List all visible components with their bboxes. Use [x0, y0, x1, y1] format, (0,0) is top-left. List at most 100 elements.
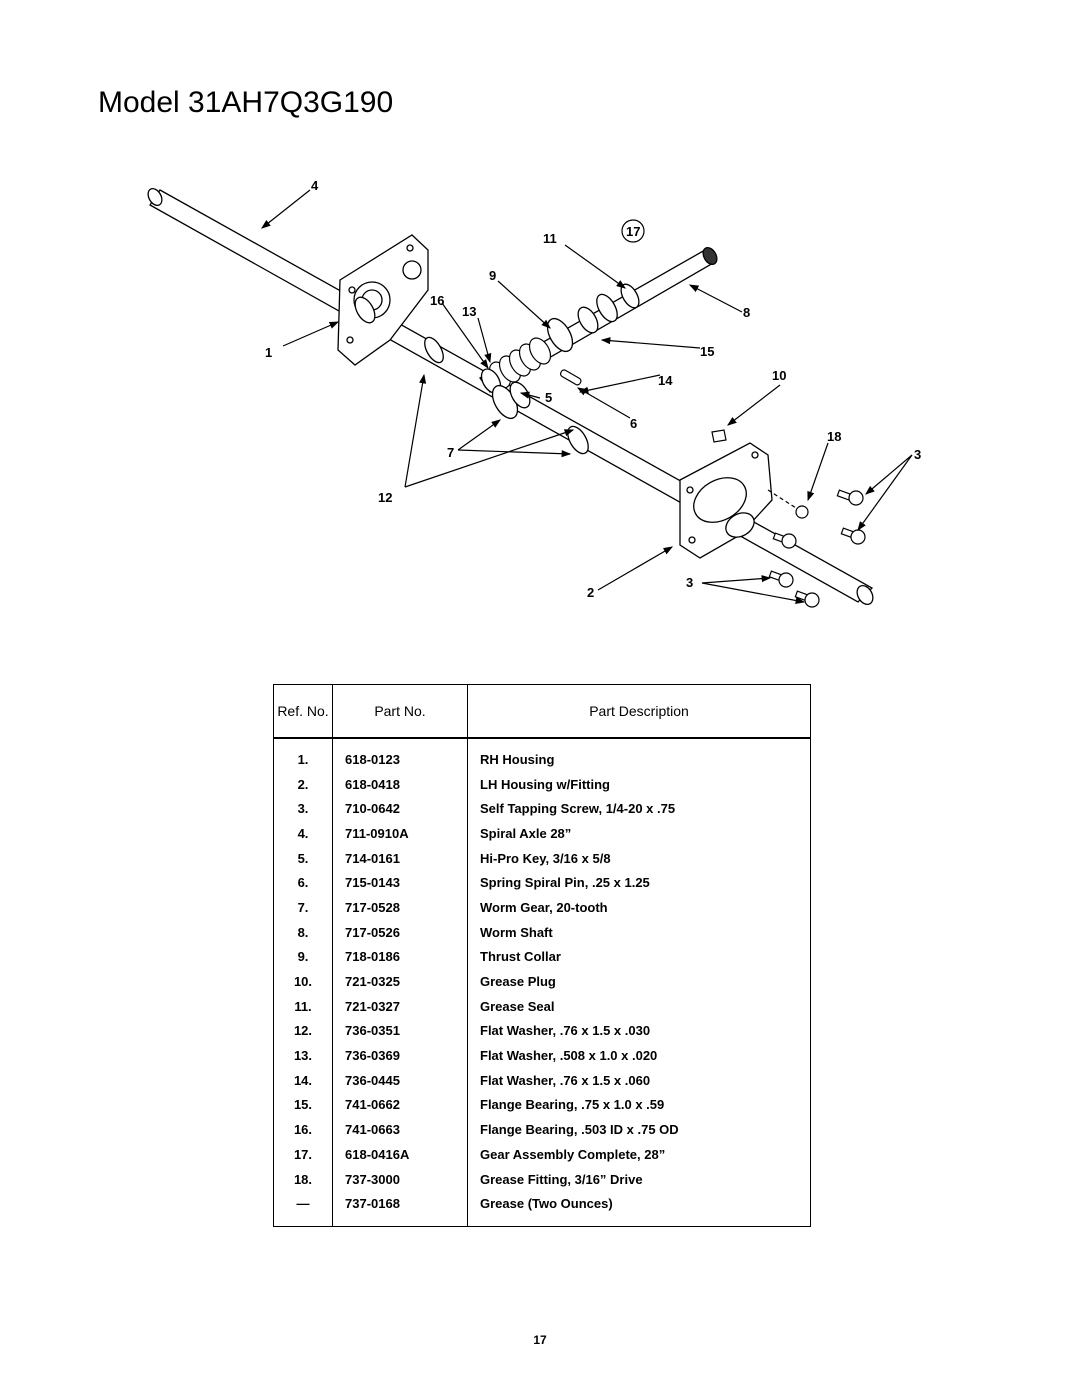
description-cell: Flat Washer, .508 x 1.0 x .020: [467, 1043, 811, 1068]
header-ref-no: Ref. No.: [273, 684, 333, 739]
ref-cell: 11.: [273, 993, 333, 1019]
part-number-cell: 718-0186: [332, 944, 468, 970]
callout-16: 16: [430, 293, 444, 308]
callout-12: 12: [378, 490, 392, 505]
part-number-cell: 737-3000: [332, 1166, 468, 1192]
description-cell: LH Housing w/Fitting: [467, 771, 811, 797]
callout-3-lower: 3: [686, 575, 693, 590]
callout-1: 1: [265, 345, 272, 360]
ref-cell: 12.: [273, 1018, 333, 1044]
worm-gear: [488, 337, 552, 389]
ref-cell: 17.: [273, 1142, 333, 1167]
self-tapping-screws: [768, 489, 866, 608]
key-and-pin: [559, 369, 582, 386]
washers-bearings: [354, 283, 640, 455]
ref-cell: 16.: [273, 1117, 333, 1142]
description-cell: Self Tapping Screw, 1/4-20 x .75: [467, 796, 811, 822]
callout-10: 10: [772, 368, 786, 383]
ref-cell: 1.: [273, 738, 333, 772]
ref-cell: 8.: [273, 919, 333, 945]
callout-6: 6: [630, 416, 637, 431]
callout-17: 17: [626, 224, 640, 239]
ref-cell: 2.: [273, 771, 333, 797]
header-part-no: Part No.: [332, 684, 468, 739]
part-number-cell: 737-0168: [332, 1191, 468, 1227]
description-cell: Flat Washer, .76 x 1.5 x .030: [467, 1018, 811, 1044]
part-number-cell: 714-0161: [332, 845, 468, 871]
part-number-cell: 618-0123: [332, 738, 468, 772]
table-header-row: Ref. No. Part No. Part Description: [273, 684, 811, 739]
callout-14: 14: [658, 373, 673, 388]
callout-7: 7: [447, 445, 454, 460]
part-number-cell: 736-0351: [332, 1018, 468, 1044]
callout-3-right: 3: [914, 447, 921, 462]
ref-cell: 4.: [273, 821, 333, 846]
part-number-cell: 717-0526: [332, 919, 468, 945]
page-title: Model 31AH7Q3G190: [98, 86, 394, 119]
description-cell: Spiral Axle 28”: [467, 821, 811, 846]
grease-fitting: [767, 489, 809, 519]
ref-cell: 10.: [273, 969, 333, 994]
ref-cell: 3.: [273, 796, 333, 822]
description-cell: Grease Fitting, 3/16” Drive: [467, 1166, 811, 1192]
ref-cell: 15.: [273, 1092, 333, 1118]
ref-cell: 9.: [273, 944, 333, 970]
part-number-cell: 741-0663: [332, 1117, 468, 1142]
description-cell: Worm Shaft: [467, 919, 811, 945]
description-cell: Flange Bearing, .503 ID x .75 OD: [467, 1117, 811, 1142]
description-cell: Thrust Collar: [467, 944, 811, 970]
description-cell: RH Housing: [467, 738, 811, 772]
lh-housing: [679, 442, 773, 559]
callout-13: 13: [462, 304, 476, 319]
part-number-cell: 711-0910A: [332, 821, 468, 846]
description-cell: Hi-Pro Key, 3/16 x 5/8: [467, 845, 811, 871]
callout-8: 8: [743, 305, 750, 320]
description-cell: Grease Plug: [467, 969, 811, 994]
page-number: 17: [533, 1333, 547, 1347]
callout-18: 18: [827, 429, 841, 444]
callout-15: 15: [700, 344, 714, 359]
ref-cell: 5.: [273, 845, 333, 871]
ref-cell: —: [273, 1191, 333, 1227]
callout-4: 4: [311, 178, 319, 193]
part-number-cell: 721-0327: [332, 993, 468, 1019]
part-number-cell: 618-0416A: [332, 1142, 468, 1167]
part-number-cell: 736-0369: [332, 1043, 468, 1068]
grease-plug: [711, 429, 727, 443]
part-number-cell: 717-0528: [332, 895, 468, 920]
callout-17-circle: [621, 219, 645, 243]
callout-11: 11: [543, 231, 557, 246]
ref-cell: 18.: [273, 1166, 333, 1192]
ref-cell: 14.: [273, 1067, 333, 1093]
description-cell: Flange Bearing, .75 x 1.0 x .59: [467, 1092, 811, 1118]
callout-2: 2: [587, 585, 594, 600]
part-number-cell: 715-0143: [332, 870, 468, 896]
callout-9: 9: [489, 268, 496, 283]
callout-5: 5: [545, 390, 552, 405]
description-cell: Gear Assembly Complete, 28”: [467, 1142, 811, 1167]
description-cell: Worm Gear, 20-tooth: [467, 895, 811, 920]
ref-cell: 6.: [273, 870, 333, 896]
ref-cell: 13.: [273, 1043, 333, 1068]
part-number-cell: 736-0445: [332, 1067, 468, 1093]
leader-lines: [261, 189, 913, 605]
header-part-description: Part Description: [467, 684, 811, 739]
ref-cell: 7.: [273, 895, 333, 920]
description-cell: Grease Seal: [467, 993, 811, 1019]
part-number-cell: 618-0418: [332, 771, 468, 797]
